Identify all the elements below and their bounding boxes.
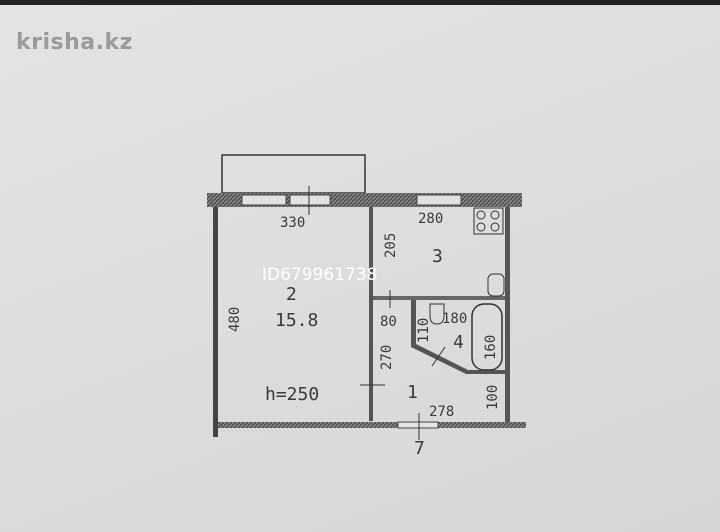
dim-kitchen-length: 205 — [383, 233, 399, 258]
window-room2 — [241, 194, 287, 206]
dim-bath-depth: 110 — [416, 318, 432, 343]
ceiling-height: h=250 — [265, 384, 319, 405]
listing-id-watermark: ID679961738 — [262, 265, 377, 285]
room-number-1: 1 — [407, 382, 418, 403]
bathroom-wall — [411, 300, 505, 374]
dim-kitchen-width: 280 — [418, 211, 443, 227]
room-number-4: 4 — [453, 332, 464, 353]
sink — [487, 273, 505, 297]
room2-area: 15.8 — [275, 310, 318, 331]
dim-bath-width: 180 — [442, 311, 467, 327]
room-number-2: 2 — [286, 284, 297, 305]
dim-room2-length: 480 — [227, 307, 243, 332]
balcony — [221, 154, 366, 194]
room-number-3: 3 — [432, 246, 443, 267]
left-wall — [213, 207, 218, 437]
toilet — [429, 303, 445, 325]
entrance-mark: 7 — [414, 438, 425, 459]
dim-hall-width: 278 — [429, 404, 454, 420]
krisha-logo-watermark: krisha.kz — [16, 30, 133, 55]
partition-wall — [369, 207, 373, 421]
balcony-door — [289, 194, 331, 206]
dim-tub-length: 160 — [483, 335, 499, 360]
photo-edge — [0, 0, 720, 5]
entrance-door — [397, 421, 439, 429]
stove — [473, 207, 504, 235]
kitchen-separator — [373, 296, 505, 300]
dim-corridor: 80 — [380, 314, 397, 330]
dim-entry: 100 — [485, 385, 501, 410]
window-kitchen — [416, 194, 462, 206]
dim-hall-length: 270 — [379, 345, 395, 370]
bottom-wall — [218, 422, 526, 428]
dim-room2-width: 330 — [280, 215, 305, 231]
right-wall — [505, 207, 510, 422]
bathtub — [471, 303, 503, 371]
